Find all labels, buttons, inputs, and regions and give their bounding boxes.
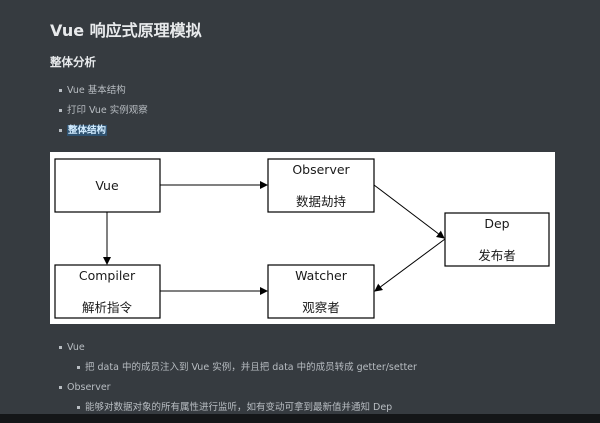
box-dep	[444, 212, 550, 267]
architecture-diagram-svg: Vue Observer 数据劫持 Dep 发布者 Compiler 解析指令 …	[54, 158, 550, 319]
bottom-bar	[0, 414, 600, 423]
box-compiler-title: Compiler	[79, 268, 136, 283]
detail-item-observer: Observer	[59, 381, 417, 394]
outline-item-label: 整体结构	[67, 125, 108, 136]
document-title: Vue 响应式原理模拟	[50, 21, 202, 40]
arrow-dep-to-watcher	[374, 238, 446, 292]
architecture-diagram: Vue Observer 数据劫持 Dep 发布者 Compiler 解析指令 …	[50, 152, 555, 324]
outline-list: Vue 基本结构 打印 Vue 实例观察 整体结构	[59, 84, 148, 144]
outline-item-overall-structure[interactable]: 整体结构	[59, 124, 148, 137]
outline-item-label: 打印 Vue 实例观察	[67, 105, 148, 116]
box-dep-subtitle: 发布者	[478, 248, 516, 263]
box-watcher-subtitle: 观察者	[302, 300, 340, 315]
outline-item-label: Vue 基本结构	[67, 85, 126, 96]
detail-item-vue: Vue	[59, 341, 417, 354]
box-dep-title: Dep	[484, 216, 509, 231]
box-watcher	[267, 264, 375, 319]
detail-item-observer-desc: 能够对数据对象的所有属性进行监听，如有变动可拿到最新值并通知 Dep	[77, 401, 417, 414]
box-observer-title: Observer	[292, 162, 350, 177]
section-heading: 整体分析	[50, 55, 96, 69]
arrow-observer-to-dep	[373, 184, 445, 239]
box-vue-title: Vue	[95, 178, 119, 193]
box-observer-subtitle: 数据劫持	[296, 194, 346, 209]
box-watcher-title: Watcher	[295, 268, 348, 283]
detail-list: Vue 把 data 中的成员注入到 Vue 实例，并且把 data 中的成员转…	[59, 341, 417, 421]
box-compiler-subtitle: 解析指令	[82, 300, 133, 315]
box-observer	[267, 158, 375, 213]
outline-item-print-instance[interactable]: 打印 Vue 实例观察	[59, 104, 148, 117]
box-vue	[54, 158, 161, 213]
outline-item-vue-structure[interactable]: Vue 基本结构	[59, 84, 148, 97]
detail-item-vue-desc: 把 data 中的成员注入到 Vue 实例，并且把 data 中的成员转成 ge…	[77, 362, 417, 373]
